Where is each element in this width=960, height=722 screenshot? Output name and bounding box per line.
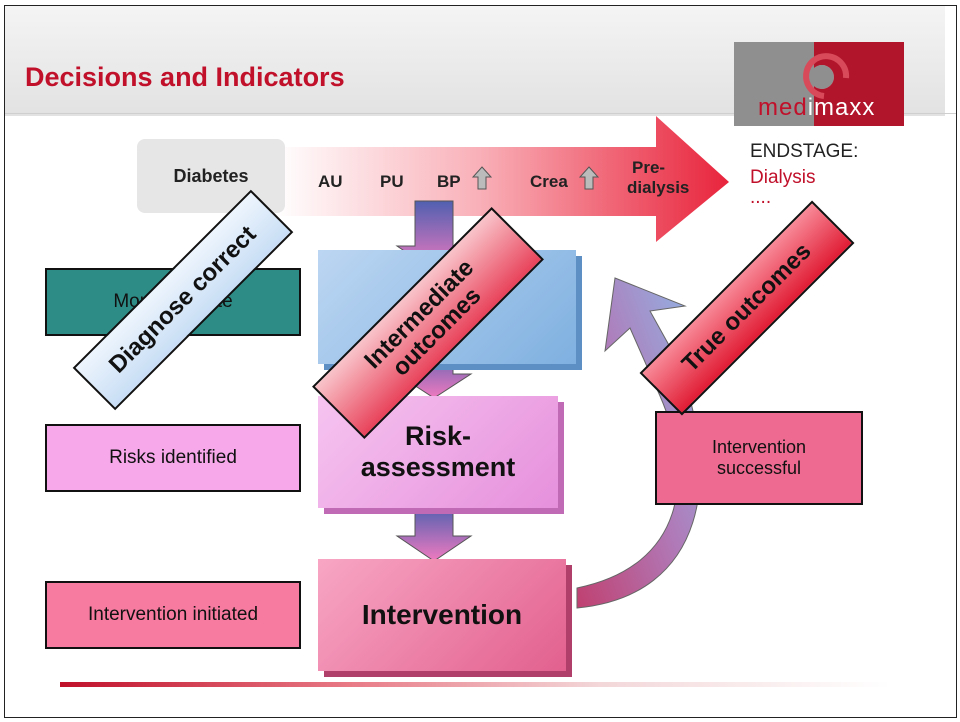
risk-line-2: assessment <box>360 452 516 482</box>
success-line-2: successful <box>716 458 802 478</box>
up-arrow-icon <box>472 166 492 190</box>
endstage-value: Dialysis <box>750 167 816 188</box>
down-arrow-3 <box>395 505 473 562</box>
footer-line <box>60 682 890 687</box>
puzzle-logo-icon <box>734 42 904 126</box>
stage-pu: PU <box>380 172 404 191</box>
header-divider <box>5 113 956 114</box>
intervention-successful-box: Intervention successful <box>655 411 863 505</box>
stage-bp: BP <box>437 172 461 191</box>
success-line-1: Intervention <box>711 437 807 457</box>
stage-pre: Pre- <box>632 158 666 177</box>
intervention-status-box: Intervention initiated <box>45 581 301 649</box>
endstage-ellipsis: .... <box>750 187 772 208</box>
risks-status-box: Risks identified <box>45 424 301 492</box>
slide: Decisions and Indicators medimaxx <box>4 5 957 718</box>
up-arrow-icon <box>579 166 599 190</box>
stage-dialysis: dialysis <box>627 178 690 197</box>
stage-crea: Crea <box>530 172 568 191</box>
progression-arrow <box>275 116 729 242</box>
intervention-block: Intervention <box>318 559 566 671</box>
logo-wordmark: medimaxx <box>758 94 876 121</box>
page-title: Decisions and Indicators <box>25 62 345 92</box>
stage-au: AU <box>318 172 343 191</box>
risk-line-1: Risk- <box>404 421 472 451</box>
medimaxx-logo: medimaxx <box>728 38 908 130</box>
endstage-label: ENDSTAGE: <box>750 141 859 162</box>
